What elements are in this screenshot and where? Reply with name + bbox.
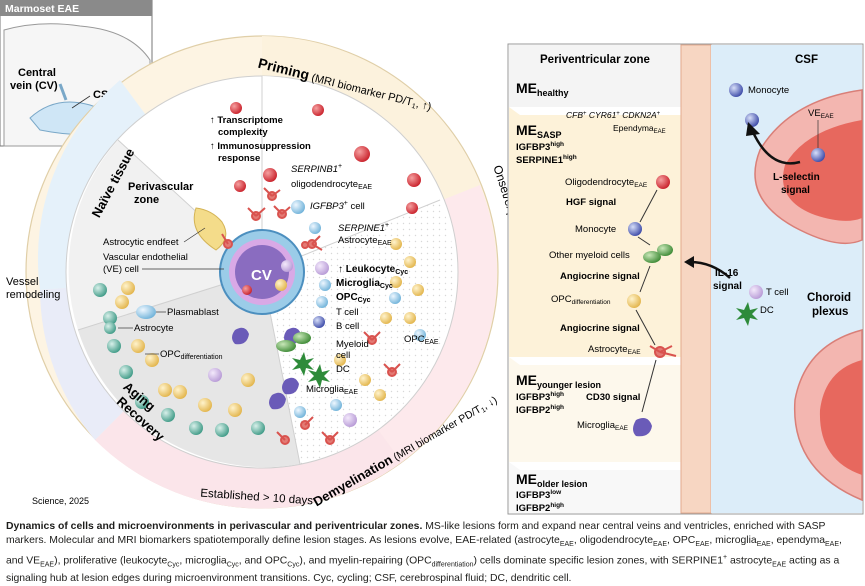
b-cell-label: B cell <box>336 321 359 332</box>
monocyte-csf <box>729 83 743 97</box>
ve-cell-label: Vascular endothelial (VE) cell <box>103 252 191 275</box>
cd30-signal-label: CD30 signal <box>586 392 640 403</box>
leukocyte-cyc-label: ↑ LeukocyteCyc <box>338 264 408 276</box>
astrocyte-cell <box>649 345 677 358</box>
serpine1-high-label: SERPINE1high <box>516 154 577 166</box>
igfbp3-high-younger: IGFBP3high <box>516 391 564 403</box>
figure-caption: Dynamics of cells and microenvironments … <box>6 521 842 585</box>
credit-label: Science, 2025 <box>32 496 89 506</box>
inset-cv-label: Central <box>18 67 56 79</box>
lavender-cells <box>208 261 357 427</box>
opc-eae-label: OPCEAE <box>404 334 439 346</box>
t-cell-label-right: T cell <box>766 287 789 298</box>
ependyma-wall <box>680 44 712 514</box>
monocyte-label: Monocyte <box>575 224 616 235</box>
oligodendrocyte-label: OligodendrocyteEAE <box>565 177 648 189</box>
microglia-label-right: MicrogliaEAE <box>577 420 629 432</box>
igfbp3-cells <box>291 200 426 418</box>
microglia-cyc-label: MicrogliaCyc <box>336 278 393 290</box>
periventricular-panel: Periventricular zone CSF MEhealthy MESAS… <box>507 43 864 515</box>
me-younger-label: MEyounger lesion <box>516 372 601 390</box>
monocyte-adhering <box>745 113 759 127</box>
ependyma-label: EpendymaEAE <box>613 123 666 135</box>
astrocyte-label-right: AstrocyteEAE <box>588 344 641 356</box>
serpine1-astrocytes <box>221 187 401 445</box>
cv-center-label: CV <box>251 267 272 284</box>
me-older-label: MEolder lesion <box>516 471 588 489</box>
me-sasp-label: MESASP <box>516 122 562 140</box>
figure-canvas: Marmoset EAE Central vein (CV) CSF <box>0 0 864 515</box>
vessel-remodeling-label: Vessel remodeling <box>6 276 60 301</box>
dc-label: DC <box>336 364 350 375</box>
plasmablast-astrocyte-cells <box>93 283 265 437</box>
inset-cv-label-2: vein (CV) <box>10 80 58 92</box>
oligodendrocyte-cells <box>230 102 421 214</box>
igfbp2-high-younger: IGFBP2high <box>516 404 564 416</box>
t-cell-label: T cell <box>336 307 359 318</box>
ependyma-markers-label: CFB+ CYR61+ CDKN2A+ <box>566 110 661 120</box>
signal-arrows <box>635 189 658 413</box>
perivascular-zone-label: Perivascular zone <box>128 181 197 206</box>
other-myeloid-cell <box>643 244 673 263</box>
opc-differentiation-cell <box>627 294 641 308</box>
dc-label-right: DC <box>760 305 774 316</box>
opc-cells <box>115 238 424 417</box>
igfbp3-high-label: IGFBP3high <box>516 141 564 153</box>
myeloid-cell-label: Myeloid cell <box>336 339 371 361</box>
astrocytic-endfeet-label: Astrocytic endfeet <box>103 237 179 248</box>
igfbp3-low-older: IGFBP3low <box>516 489 562 501</box>
choroid-plexus-label: Choroid plexus <box>807 292 854 318</box>
hgf-signal-label: HGF signal <box>566 197 616 208</box>
opc-differentiation-label: OPCdifferentiation <box>160 349 223 361</box>
ve-eae-label: VEEAE <box>808 108 834 120</box>
igfbp2-high-older: IGFBP2high <box>516 502 564 514</box>
myeloid-dc-cells <box>276 332 330 388</box>
igfbp3-cell-label: IGFBP3+ cell <box>310 200 365 212</box>
opc-cyc-label: OPCCyc <box>336 292 371 304</box>
microglia-cell <box>633 418 652 437</box>
csf-label: CSF <box>795 54 818 66</box>
microglia-eae-label: MicrogliaEAE <box>306 384 358 396</box>
b-cell <box>313 316 325 328</box>
microglia-cells <box>232 327 301 410</box>
serpinb1-label: SERPINB1+ oligodendrocyteEAE <box>291 160 372 191</box>
immunosuppression-label: ↑ Immunosuppression response <box>210 141 313 164</box>
oligodendrocyte-cell <box>656 175 670 189</box>
astrocyte-label: Astrocyte <box>134 323 174 334</box>
monocyte-csf-label: Monocyte <box>748 85 789 96</box>
dc-cell <box>736 302 758 326</box>
il16-signal-label: IL-16 signal <box>713 268 742 292</box>
plasmablast-label: Plasmablast <box>167 307 219 318</box>
me-healthy-label: MEhealthy <box>516 80 569 98</box>
ve-cell-csf <box>811 148 825 162</box>
t-cell <box>749 285 763 299</box>
inset-title: Marmoset EAE <box>5 3 79 15</box>
other-myeloid-label: Other myeloid cells <box>549 250 630 261</box>
monocyte-cell <box>628 222 642 236</box>
transcriptome-label: ↑ Transcriptome complexity <box>210 115 286 138</box>
angiocrine-signal-label-2: Angiocrine signal <box>560 323 640 334</box>
l-selectin-label: L-selectin signal <box>773 172 822 196</box>
opc-differentiation-label-right: OPCdifferentiation <box>551 294 611 306</box>
caption-title: Dynamics of cells and microenvironments … <box>6 521 423 532</box>
lesion-wheel: CV <box>6 35 532 509</box>
angiocrine-signal-label-1: Angiocrine signal <box>560 271 640 282</box>
pv-zone-label: Periventricular zone <box>540 54 650 66</box>
serpine1-astrocyte-label: SERPINE1+ AstrocyteEAE <box>338 219 392 247</box>
